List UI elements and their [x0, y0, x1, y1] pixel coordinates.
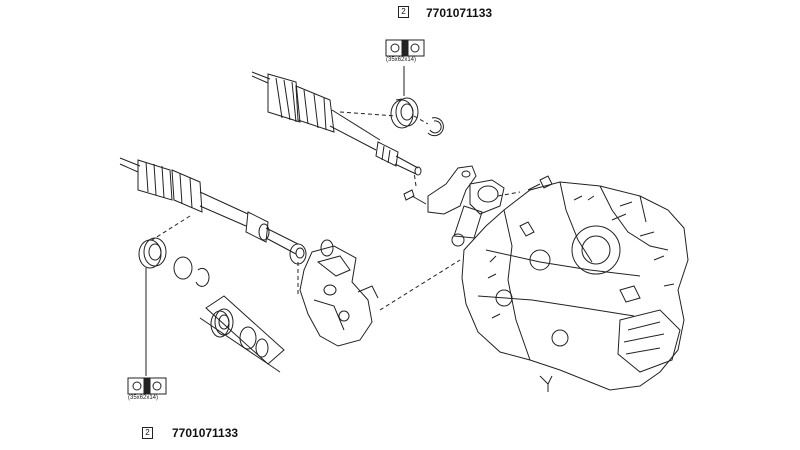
upper-drive-shaft [251, 71, 422, 176]
lower-shaft-ring [320, 239, 334, 257]
lower-circlip [173, 256, 210, 287]
intermediate-bearing-bracket [427, 165, 505, 247]
assembly-guide-lines [151, 111, 521, 311]
bearing-symbol-bottom [127, 377, 167, 395]
callout-leaders [145, 66, 405, 376]
upper-circlip [427, 117, 444, 137]
bearing-kit-inset [199, 295, 285, 373]
upper-bearing [390, 97, 419, 129]
lower-bearing [138, 237, 167, 269]
part-number-top: 7701071133 [426, 6, 493, 20]
bearing-symbol-top [385, 39, 425, 57]
quantity-box-bottom: 2 [142, 427, 153, 439]
quantity-box-top: 2 [398, 6, 409, 18]
bearing-size-bottom: (35x62x14) [128, 395, 159, 401]
hub-carrier [299, 245, 379, 347]
lower-drive-shaft [119, 157, 299, 255]
part-number-bottom: 7701071133 [172, 426, 239, 440]
bearing-size-top: (35x62x14) [386, 57, 417, 63]
gearbox-housing [461, 181, 689, 392]
lower-shaft-seal [289, 243, 307, 265]
